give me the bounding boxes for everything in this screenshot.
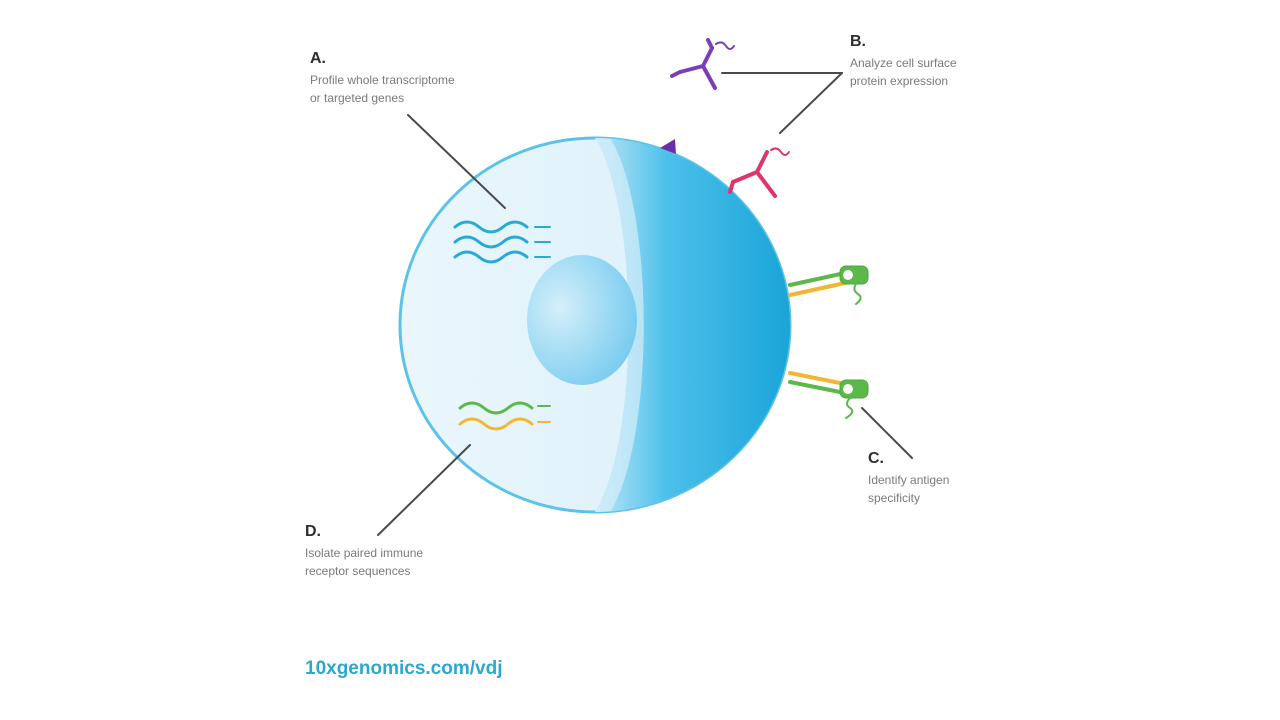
label-d-line: receptor sequences	[305, 564, 411, 578]
label-b-line: Analyze cell surface	[850, 56, 957, 70]
tcr-icon	[788, 265, 869, 305]
label-a-line: or targeted genes	[310, 91, 405, 105]
label-a-description: Profile whole transcriptome or targeted …	[310, 71, 455, 107]
label-d: D. Isolate paired immune receptor sequen…	[305, 523, 423, 580]
leader-line-c	[861, 407, 913, 459]
leader-lines	[377, 72, 913, 536]
mrna-icon	[453, 220, 551, 264]
label-d-letter: D.	[305, 523, 321, 540]
label-a: A. Profile whole transcriptome or target…	[310, 50, 455, 107]
label-a-letter: A.	[310, 50, 326, 67]
label-c-line: specificity	[868, 491, 921, 505]
label-c-description: Identify antigen specificity	[868, 471, 949, 507]
label-c: C. Identify antigen specificity	[868, 450, 949, 507]
label-a-line: Profile whole transcriptome	[310, 73, 455, 87]
membrane-marker	[660, 139, 676, 154]
nucleus	[527, 255, 637, 385]
footer-url-link[interactable]: 10xgenomics.com/vdj	[305, 658, 503, 679]
label-b-letter: B.	[850, 33, 866, 50]
label-c-line: Identify antigen	[868, 473, 950, 487]
label-b-description: Analyze cell surface protein expression	[850, 54, 957, 90]
leader-line-b2	[779, 72, 843, 134]
label-b-line: protein expression	[850, 74, 949, 88]
cell-cutaway	[595, 138, 790, 512]
label-c-letter: C.	[868, 450, 884, 467]
receptor-mrna-icon	[458, 401, 551, 431]
tcr-icon	[788, 371, 869, 419]
label-d-line: Isolate paired immune	[305, 546, 424, 560]
antibody-icon	[728, 147, 790, 198]
leader-line-a	[407, 114, 506, 209]
label-d-description: Isolate paired immune receptor sequences	[305, 544, 423, 580]
antibody-icon	[670, 38, 735, 90]
label-b: B. Analyze cell surface protein expressi…	[850, 33, 957, 90]
leader-line-d	[377, 444, 471, 536]
